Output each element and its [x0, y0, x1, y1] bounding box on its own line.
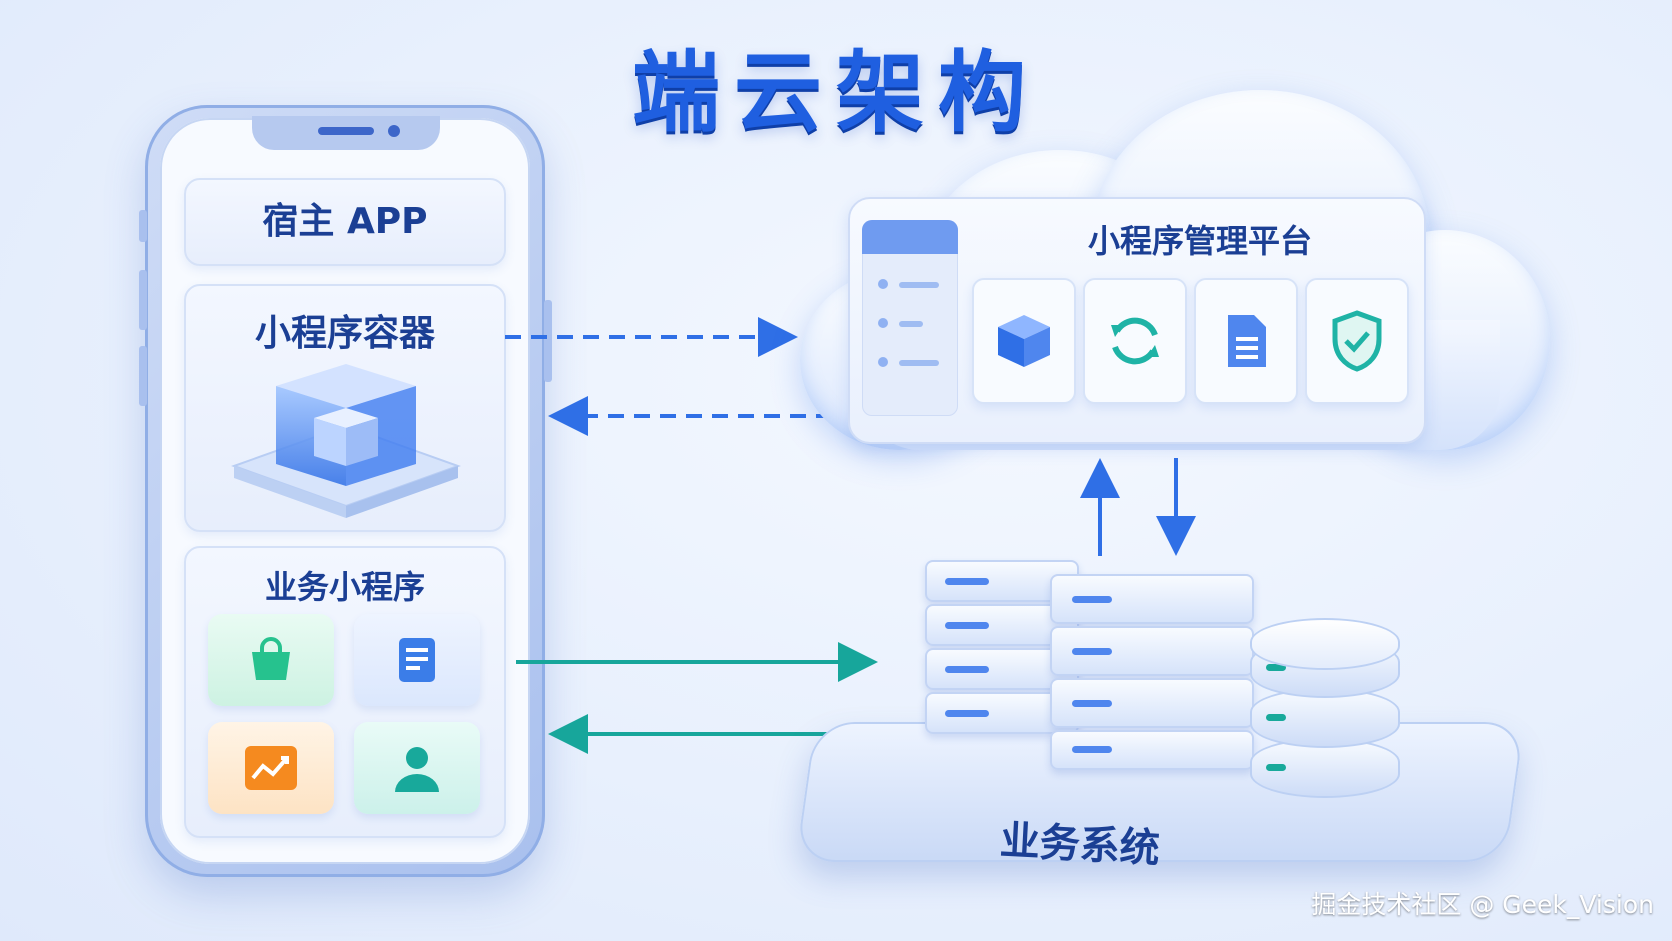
platform-file-tile[interactable]: [1194, 278, 1298, 404]
shopping-bag-icon: [252, 637, 290, 680]
phone-side-button: [139, 346, 147, 406]
file-icon: [1228, 315, 1266, 367]
miniprogram-container-card: 小程序容器: [184, 284, 506, 532]
host-app-label: 宿主 APP: [262, 201, 428, 242]
cube-icon: [998, 315, 1050, 367]
user-tile[interactable]: [354, 722, 480, 814]
phone-side-button: [139, 210, 147, 242]
platform-sidebar-menu: [878, 274, 942, 371]
chart-tile[interactable]: [208, 722, 334, 814]
watermark: 掘金技术社区 @ Geek_Vision: [1311, 890, 1654, 919]
server-rack-middle: [1050, 574, 1260, 774]
phone-camera: [388, 125, 400, 137]
diagram-title: 端云架构: [631, 41, 1040, 144]
platform-sidebar-header: [862, 220, 958, 254]
shopping-tile[interactable]: [208, 614, 334, 706]
container-cube-icon: [231, 364, 461, 518]
trend-chart-icon: [245, 746, 297, 790]
host-app-card: 宿主 APP: [184, 178, 506, 266]
shield-check-icon: [1332, 310, 1382, 372]
business-label: 业务小程序: [264, 568, 425, 606]
user-icon: [395, 747, 439, 792]
platform-title: 小程序管理平台: [1087, 222, 1312, 260]
phone-speaker: [318, 127, 374, 135]
phone-side-button: [139, 270, 147, 330]
phone-power-button: [544, 300, 552, 382]
sync-icon: [1111, 317, 1159, 365]
platform-security-tile[interactable]: [1305, 278, 1409, 404]
platform-sync-tile[interactable]: [1083, 278, 1187, 404]
document-tile[interactable]: [354, 614, 480, 706]
platform-cube-tile[interactable]: [972, 278, 1076, 404]
database-icon: [1250, 618, 1400, 798]
document-icon: [399, 638, 435, 682]
container-label: 小程序容器: [254, 313, 435, 354]
